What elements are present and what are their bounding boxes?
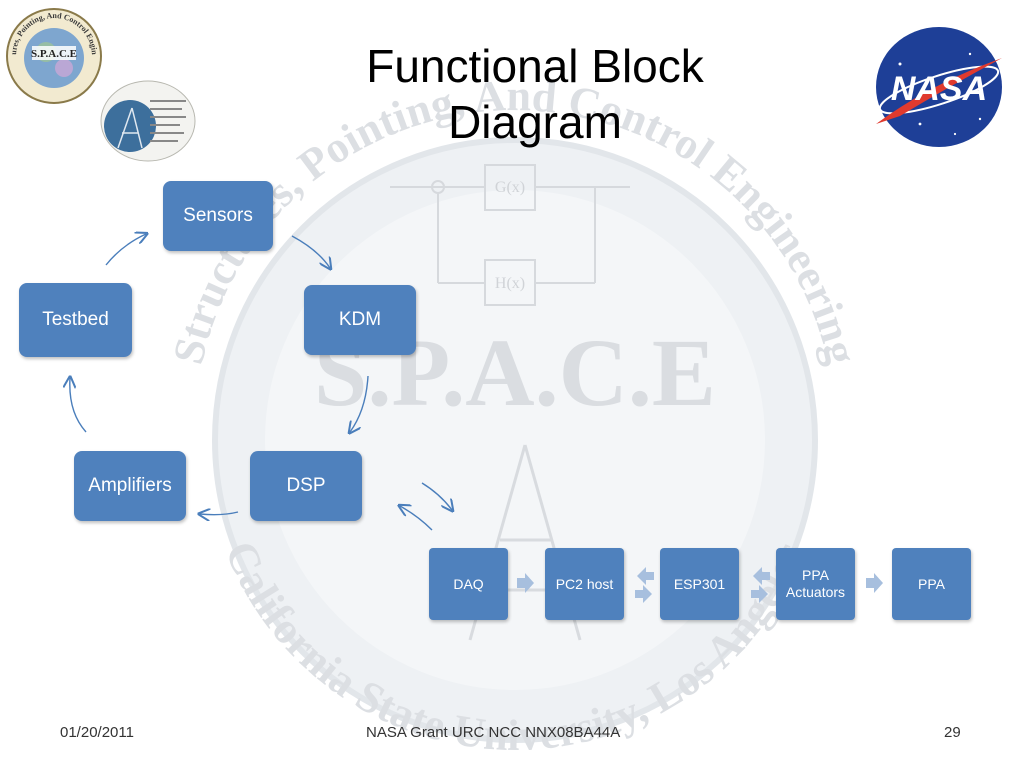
svg-text:NASA: NASA [891, 70, 987, 108]
block-ppa[interactable]: PPA [892, 548, 971, 620]
block-ppa-actuators-label-line1: PPA [802, 567, 829, 583]
arrow-dsp-to-daq [421, 482, 452, 510]
arrow-ppa-act-to-ppa [866, 573, 883, 593]
block-pc2-host[interactable]: PC2 host [545, 548, 624, 620]
block-kdm-label: KDM [338, 309, 382, 330]
arrow-sensors-to-kdm [291, 235, 330, 268]
slide-title-line2: Diagram [448, 96, 622, 148]
arrow-esp301-to-pc2 [637, 567, 654, 585]
block-amplifiers[interactable]: Amplifiers [74, 451, 186, 521]
block-ppa-actuators-label-line2: Actuators [785, 584, 846, 600]
block-sensors-label: Sensors [183, 205, 253, 226]
arrow-pc2-to-esp301 [635, 585, 652, 603]
arrow-daq-to-pc2 [517, 573, 534, 593]
slide-title-line1: Functional Block [366, 40, 704, 92]
control-logo [100, 80, 196, 162]
arrow-dsp-to-amplifiers [200, 512, 239, 515]
watermark-control-loop [390, 164, 630, 306]
svg-text:G(x): G(x) [495, 179, 525, 196]
block-amplifiers-label: Amplifiers [88, 475, 172, 496]
block-esp301-label: ESP301 [673, 575, 726, 592]
svg-text:S.P.A.C.E: S.P.A.C.E [31, 48, 77, 60]
block-esp301[interactable]: ESP301 [660, 548, 739, 620]
arrow-esp301-to-ppa-act [751, 585, 768, 603]
space-logo: Structures, Pointing, And Control Engine… [4, 6, 102, 104]
block-ppa-label: PPA [918, 575, 945, 592]
block-dsp[interactable]: DSP [250, 451, 362, 521]
block-daq-label: DAQ [453, 575, 484, 592]
footer-date: 01/20/2011 [60, 724, 134, 741]
block-ppa-actuators[interactable]: PPA Actuators [776, 548, 855, 620]
block-kdm[interactable]: KDM [304, 285, 416, 355]
block-pc2-host-label: PC2 host [555, 575, 614, 592]
block-dsp-label: DSP [286, 475, 326, 496]
arrow-testbed-to-sensors [105, 234, 146, 266]
slide-title: Functional Block Diagram [270, 38, 800, 150]
svg-text:H(x): H(x) [495, 275, 525, 292]
arrow-kdm-to-dsp [350, 375, 369, 432]
block-testbed[interactable]: Testbed [19, 283, 132, 357]
arrow-amplifiers-to-testbed [70, 378, 87, 433]
arrow-ppa-act-to-esp301 [753, 567, 770, 585]
block-testbed-label: Testbed [42, 309, 109, 330]
footer-grant: NASA Grant URC NCC NNX08BA44A [366, 724, 621, 741]
footer-page-number: 29 [944, 724, 961, 741]
block-sensors[interactable]: Sensors [163, 181, 273, 251]
nasa-logo: NASA [876, 27, 1002, 147]
arrow-daq-to-dsp [400, 506, 433, 531]
block-daq[interactable]: DAQ [429, 548, 508, 620]
